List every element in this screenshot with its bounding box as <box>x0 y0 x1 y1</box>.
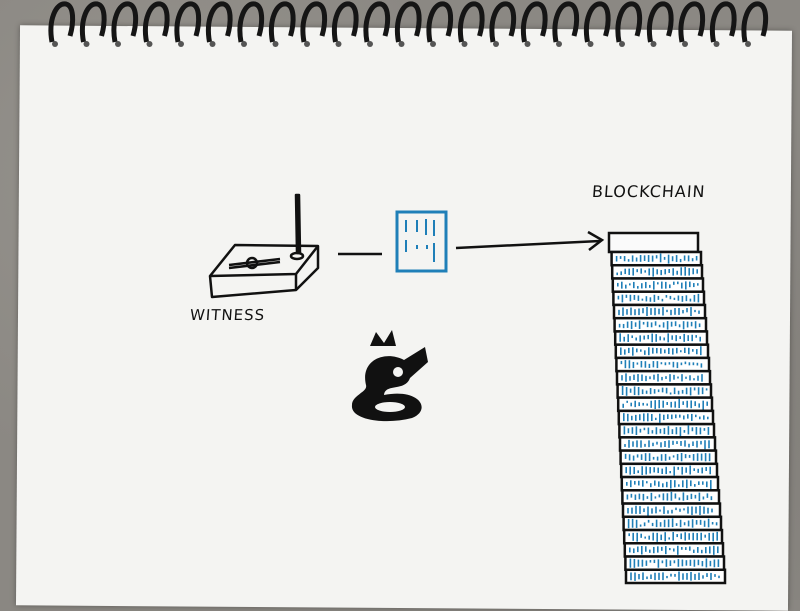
block <box>619 449 718 466</box>
block <box>612 303 707 320</box>
block <box>610 250 703 267</box>
spiral-ring <box>111 1 139 47</box>
spiral-ring <box>206 1 233 47</box>
spiral-ring <box>647 1 674 47</box>
spiral-ring <box>678 1 706 47</box>
block <box>613 330 709 346</box>
spiral-ring <box>458 1 485 47</box>
blockchain-label: BLOCKCHAIN <box>591 182 707 201</box>
block <box>619 462 719 479</box>
spiral-ring <box>426 1 454 47</box>
block <box>610 263 704 280</box>
block <box>614 343 710 360</box>
block <box>615 369 712 386</box>
spiral-ring <box>395 1 422 47</box>
block <box>613 316 708 333</box>
block <box>616 396 714 413</box>
block <box>612 290 706 307</box>
spiral-ring <box>741 1 769 47</box>
block <box>624 568 727 585</box>
spiral-ring <box>552 1 580 47</box>
block <box>621 502 722 519</box>
block <box>624 555 726 572</box>
spiral-ring <box>269 1 296 47</box>
witness-label: WITNESS <box>189 306 266 324</box>
spiral-ring <box>584 1 611 47</box>
arrow-line <box>455 239 601 250</box>
block <box>616 383 713 399</box>
spiral-ring <box>80 1 107 47</box>
spiral-ring <box>237 1 265 47</box>
witness-device-icon <box>208 193 320 299</box>
spiral-ring <box>615 1 643 47</box>
spiral-ring <box>143 1 170 47</box>
block <box>618 422 716 439</box>
block <box>618 436 717 452</box>
block <box>623 542 725 558</box>
block <box>622 528 724 545</box>
blockchain-stack <box>607 231 727 585</box>
block <box>615 356 711 373</box>
block <box>611 277 705 293</box>
spiral-ring <box>521 1 548 47</box>
block <box>622 515 723 532</box>
spiral-ring <box>363 1 391 47</box>
spiral-ring <box>489 1 517 47</box>
spiral-ring <box>174 1 202 47</box>
transaction-document-icon <box>395 210 448 273</box>
spiral-ring <box>48 1 76 47</box>
block <box>617 409 715 426</box>
spiral-ring <box>710 1 737 47</box>
block <box>620 475 720 492</box>
spiral-binding <box>48 1 769 47</box>
empty-block <box>607 231 700 254</box>
block <box>621 489 721 505</box>
arrow-head-icon <box>587 230 605 251</box>
duck-logo-icon <box>351 330 428 422</box>
spiral-ring <box>300 1 328 47</box>
spiral-ring <box>332 1 359 47</box>
